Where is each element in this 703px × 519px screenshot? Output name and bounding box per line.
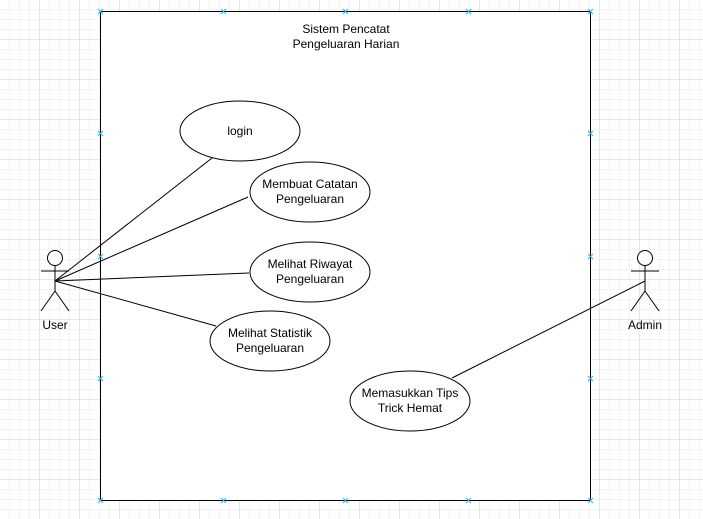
association-user-membuat-catatan[interactable] — [54, 196, 249, 282]
use-case-membuat-catatan[interactable]: Membuat Catatan Pengeluaran — [249, 161, 371, 223]
use-case-melihat-statistik-line1: Melihat Statistik — [228, 326, 313, 340]
use-case-memasukkan-tips[interactable]: Memasukkan Tips Trick Hemat — [349, 370, 471, 432]
handle-top-right[interactable] — [587, 8, 594, 15]
use-case-login[interactable]: login — [179, 100, 301, 162]
use-case-login-label: login — [227, 124, 252, 138]
association-user-melihat-riwayat[interactable] — [54, 272, 250, 282]
use-case-membuat-catatan-line2: Pengeluaran — [276, 192, 344, 206]
actor-admin-head — [637, 250, 653, 266]
association-user-melihat-statistik[interactable] — [54, 280, 217, 327]
use-case-melihat-statistik[interactable]: Melihat Statistik Pengeluaran — [209, 310, 331, 372]
handle-bottom-q1[interactable] — [220, 497, 227, 504]
association-user-login[interactable] — [54, 157, 213, 282]
actor-admin-left-leg — [630, 290, 646, 312]
system-title-line1: Sistem Pencatat — [302, 22, 390, 36]
handle-top-mid[interactable] — [342, 8, 349, 15]
handle-bottom-right[interactable] — [587, 497, 594, 504]
handle-bottom-q3[interactable] — [465, 497, 472, 504]
actor-user-label: User — [42, 318, 67, 332]
actor-admin[interactable] — [630, 250, 660, 312]
use-case-memasukkan-tips-line1: Memasukkan Tips — [362, 386, 459, 400]
handle-top-q1[interactable] — [220, 8, 227, 15]
handle-left-q1[interactable] — [97, 130, 104, 137]
handle-bottom-mid[interactable] — [342, 497, 349, 504]
use-case-melihat-statistik-line2: Pengeluaran — [236, 341, 304, 355]
use-case-melihat-riwayat-line1: Melihat Riwayat — [268, 257, 353, 271]
use-case-melihat-riwayat[interactable]: Melihat Riwayat Pengeluaran — [249, 241, 371, 303]
actor-admin-right-leg — [644, 290, 660, 312]
use-case-melihat-riwayat-line2: Pengeluaran — [276, 272, 344, 286]
system-title-line2: Pengeluaran Harian — [293, 37, 400, 51]
handle-left-q3[interactable] — [97, 375, 104, 382]
actor-admin-label: Admin — [628, 318, 662, 332]
actor-user-right-leg — [54, 290, 70, 312]
actor-user-head — [47, 250, 63, 266]
use-case-memasukkan-tips-line2: Trick Hemat — [378, 401, 443, 415]
handle-right-q1[interactable] — [587, 130, 594, 137]
handle-top-q3[interactable] — [465, 8, 472, 15]
use-case-membuat-catatan-line1: Membuat Catatan — [262, 177, 357, 191]
handle-right-q3[interactable] — [587, 375, 594, 382]
association-admin-memasukkan-tips[interactable] — [451, 280, 646, 379]
handle-top-left[interactable] — [97, 8, 104, 15]
selection-handles — [97, 8, 594, 504]
handle-left-mid[interactable] — [97, 253, 104, 260]
handle-right-mid[interactable] — [587, 253, 594, 260]
actor-user[interactable] — [40, 250, 70, 312]
actor-user-left-leg — [40, 290, 56, 312]
handle-bottom-left[interactable] — [97, 497, 104, 504]
